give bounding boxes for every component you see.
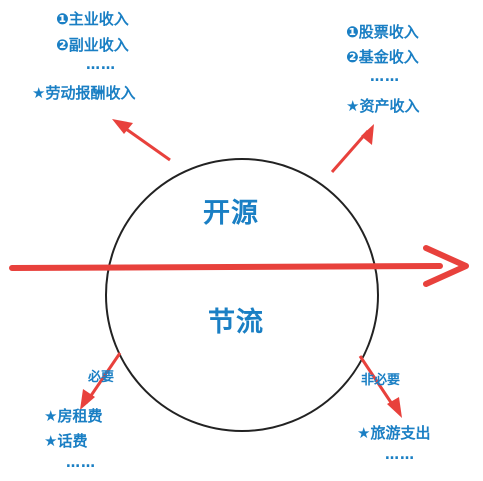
center-bottom-label: 节流 (208, 307, 264, 338)
bottom-right-arrow-shaft (358, 355, 398, 411)
bottom-left-item-1: ★房租费 (44, 407, 103, 425)
bottom-right-arrow-head (387, 397, 402, 418)
center-top-label: 开源 (203, 198, 259, 229)
top-right-arrow-head (361, 124, 374, 145)
top-left-item-3: …… (86, 57, 116, 73)
bottom-left-item-2: ★话费 (44, 432, 88, 450)
bottom-right-item-1: ★旅游支出 (357, 424, 431, 442)
bottom-left-arrow-shaft (84, 352, 122, 404)
top-left-item-1: ❶主业收入 (56, 10, 129, 28)
bottom-right-arrow-label: 非必要 (361, 373, 401, 388)
center-circle (105, 158, 379, 432)
top-left-item-4: ★劳动报酬收入 (32, 84, 136, 102)
top-right-arrow-shaft (330, 130, 370, 173)
horizontal-arrow-shaft (9, 263, 443, 271)
bottom-left-arrow-head (80, 389, 95, 410)
horizontal-arrow-head (423, 245, 469, 287)
top-left-arrow-head (112, 119, 133, 134)
bottom-left-arrow-label: 必要 (88, 370, 115, 385)
top-right-item-2: ❷基金收入 (346, 48, 419, 66)
top-right-item-3: …… (370, 69, 400, 85)
bottom-left-item-3: …… (66, 455, 96, 471)
bottom-right-item-2: …… (385, 447, 415, 463)
top-right-item-4: ★资产收入 (346, 97, 420, 115)
top-left-arrow-shaft (118, 122, 171, 162)
top-right-item-1: ❶股票收入 (346, 23, 419, 41)
top-left-item-2: ❷副业收入 (56, 36, 129, 54)
